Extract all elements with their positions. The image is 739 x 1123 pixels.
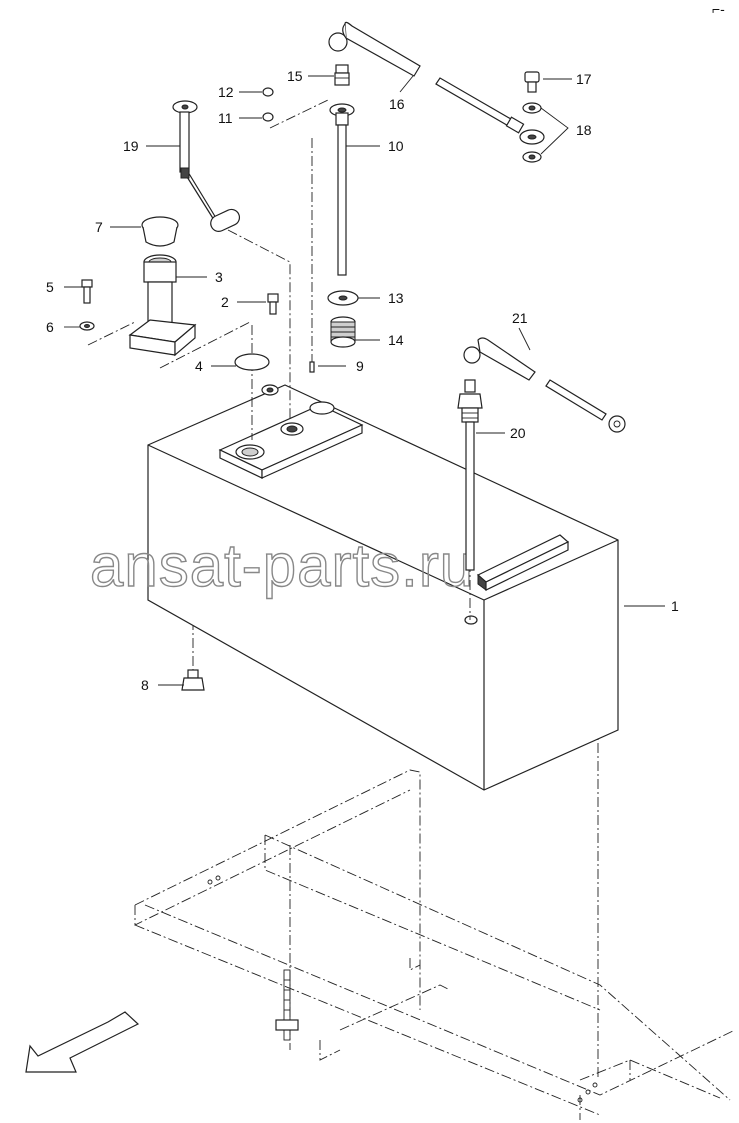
- strainer-14: [330, 316, 356, 348]
- front-direction-arrow-icon: [25, 1011, 140, 1073]
- chassis-frame: [134, 769, 736, 1120]
- washer-13: [327, 290, 359, 306]
- o-ring-4: [234, 353, 270, 371]
- watermark: ansat-parts.ru: [90, 532, 474, 599]
- callout-20: 20: [510, 425, 526, 441]
- fuel-sender-19: [172, 100, 241, 232]
- callout-5: 5: [46, 279, 54, 295]
- callout-21: 21: [512, 310, 528, 326]
- drain-plug-8: [181, 669, 205, 691]
- washers-18: [519, 102, 545, 163]
- callout-3: 3: [215, 269, 223, 285]
- screw-2: [267, 293, 279, 315]
- pin-9: [309, 361, 315, 373]
- callout-10: 10: [388, 138, 404, 154]
- return-line-eye: [435, 77, 525, 134]
- corner-mark: ⌐-: [712, 1, 725, 17]
- callout-11: 11: [218, 110, 233, 126]
- callout-2: 2: [221, 294, 229, 310]
- callout-13: 13: [388, 290, 404, 306]
- return-line-eye-2: [545, 379, 626, 433]
- tube-20: [457, 379, 483, 571]
- pipe-21: [463, 337, 536, 381]
- fitting-15: [334, 64, 350, 86]
- filler-neck-3: [128, 254, 197, 357]
- callout-18: 18: [576, 122, 592, 138]
- callout-8: 8: [141, 677, 149, 693]
- fuel-tank: [147, 384, 619, 791]
- callout-1: 1: [671, 598, 679, 614]
- filler-cap-7: [141, 216, 179, 247]
- callout-7: 7: [95, 219, 103, 235]
- threaded-rod: [275, 969, 299, 1041]
- callout-17: 17: [576, 71, 592, 87]
- callout-19: 19: [123, 138, 139, 154]
- callout-15: 15: [287, 68, 303, 84]
- callout-16: 16: [389, 96, 405, 112]
- nut-12: [262, 87, 274, 97]
- callout-6: 6: [46, 319, 54, 335]
- pickup-tube-10: [329, 103, 355, 276]
- callout-12: 12: [218, 84, 234, 100]
- callout-14: 14: [388, 332, 404, 348]
- bolt-17: [524, 71, 540, 93]
- leader-lines: [64, 75, 665, 686]
- callout-9: 9: [356, 358, 364, 374]
- pipe-16: [328, 21, 421, 77]
- bolt-5: [81, 279, 93, 304]
- washer-11: [262, 112, 274, 122]
- callout-4: 4: [195, 358, 203, 374]
- callout-labels: 1 2 3 4 5 6 7 8 9 10 11 12 13 14 15 16 1…: [46, 68, 679, 693]
